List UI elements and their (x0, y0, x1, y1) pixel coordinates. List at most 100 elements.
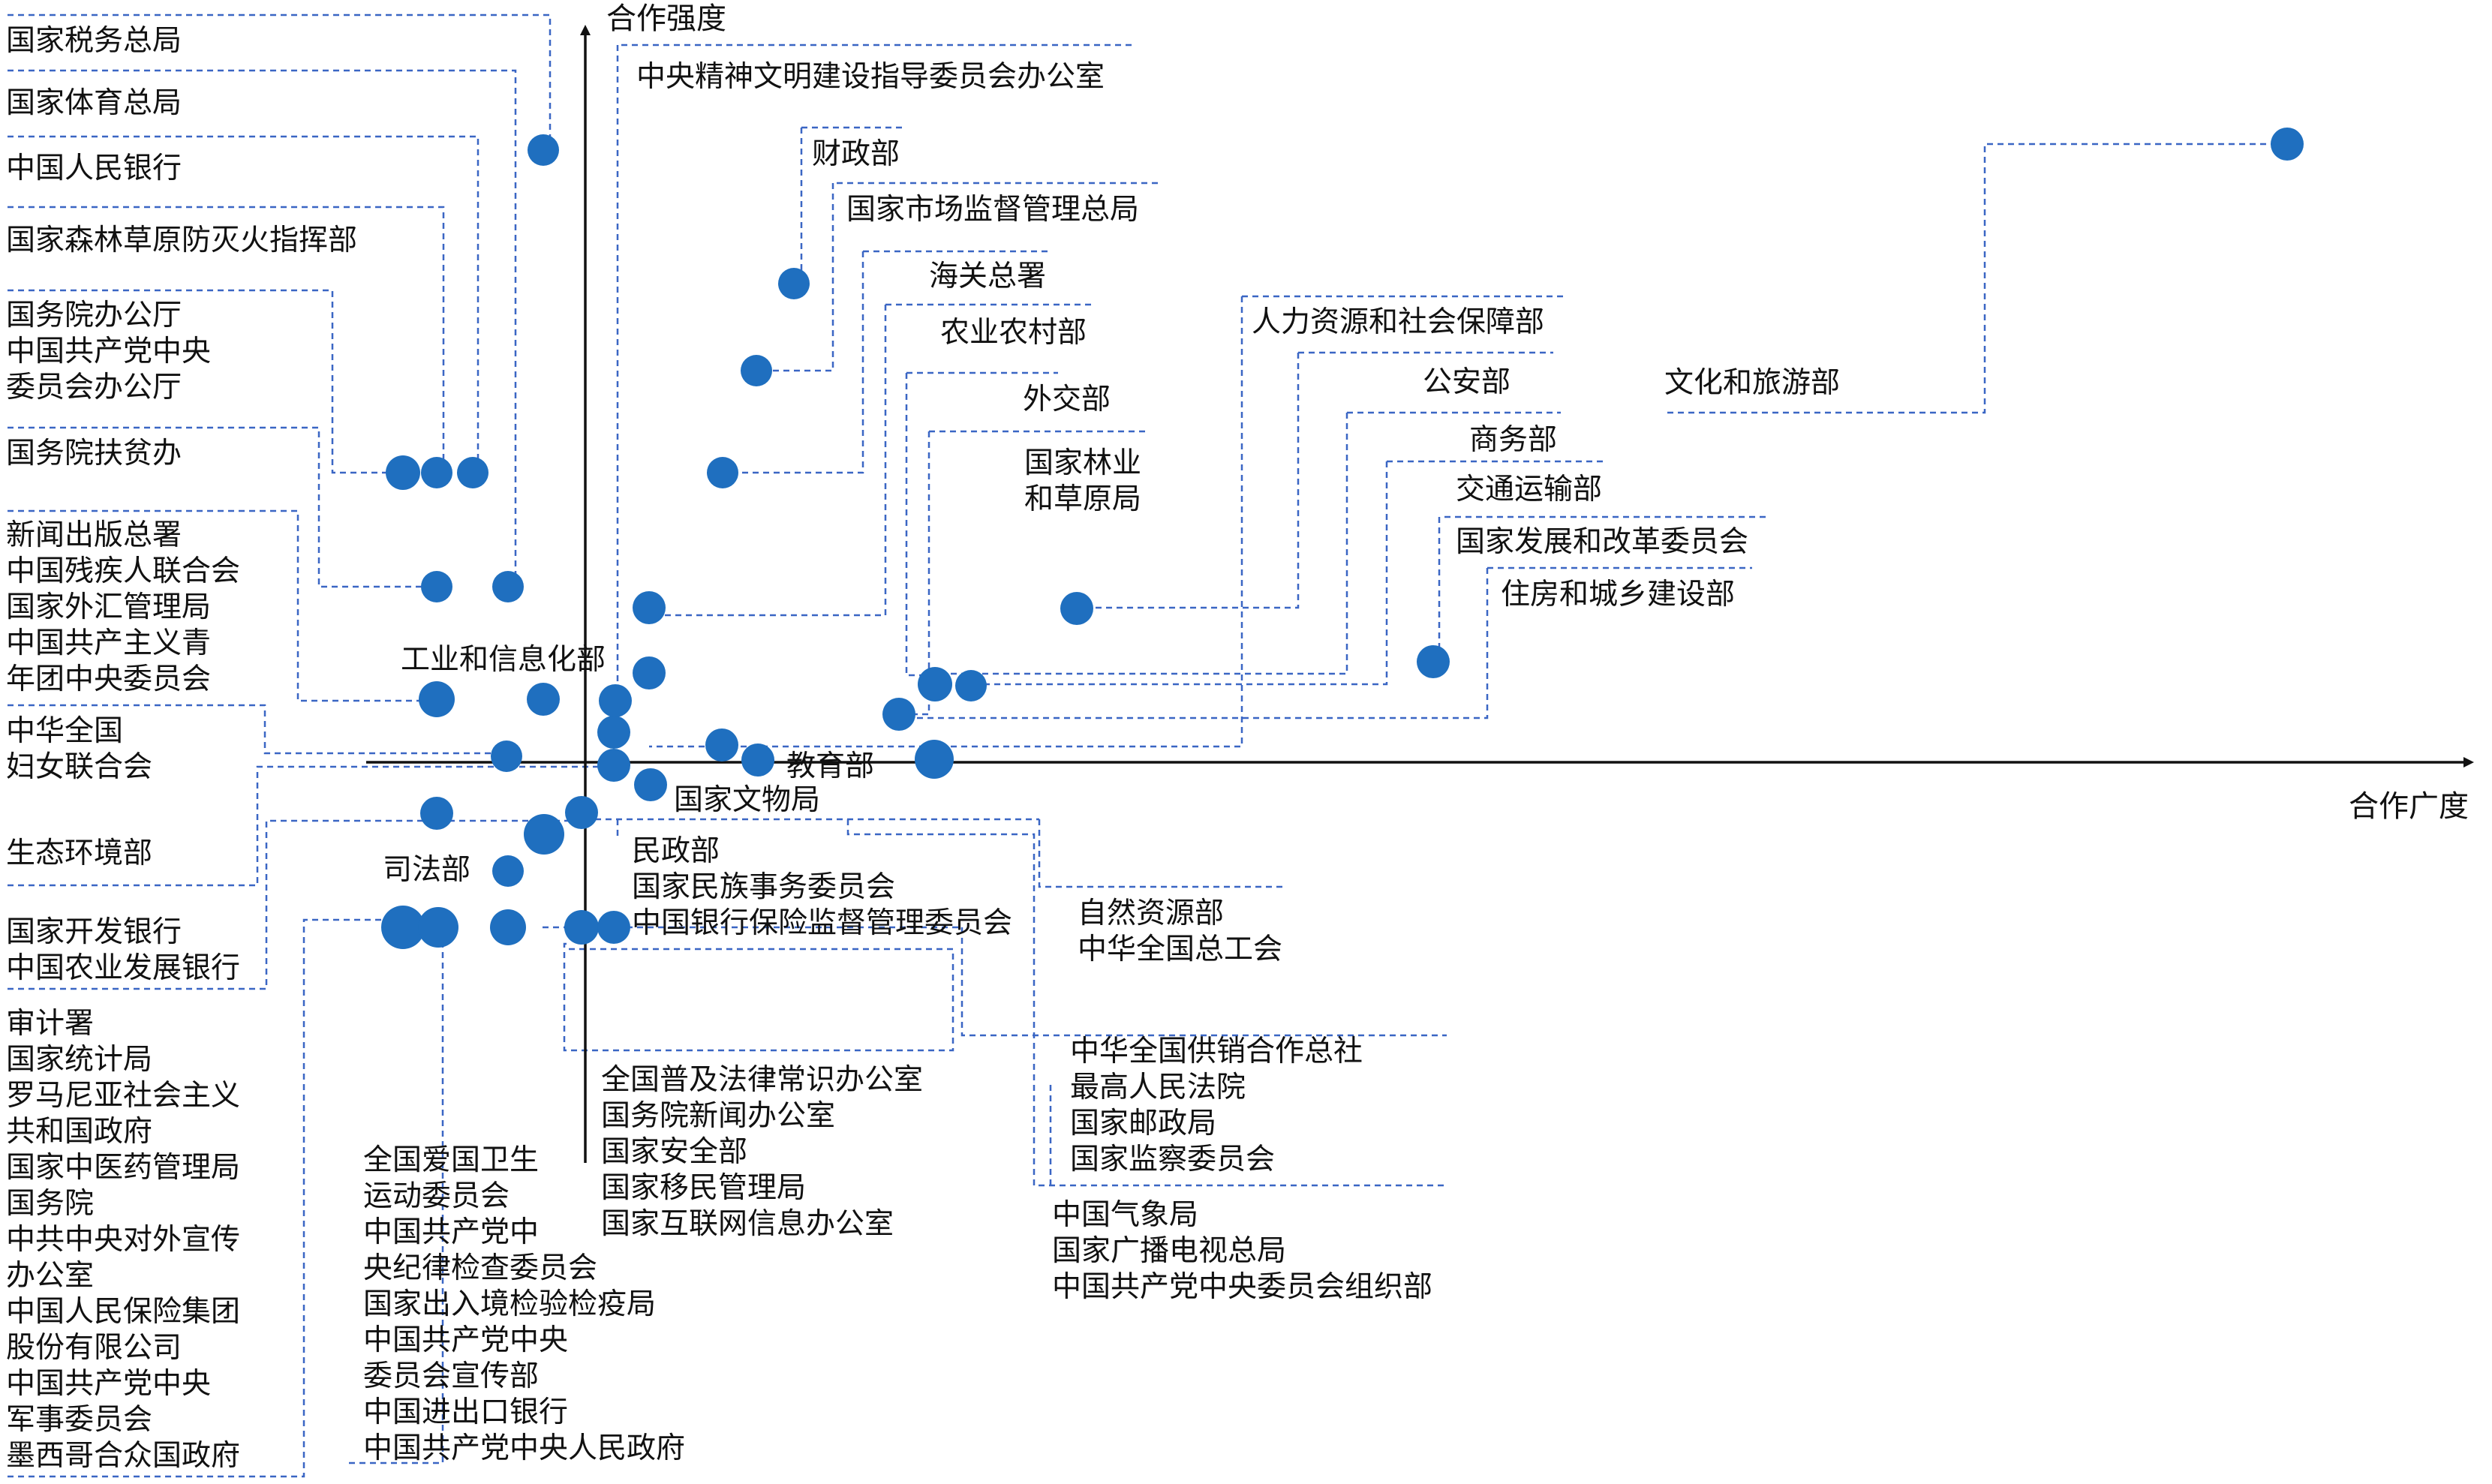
data-label-line: 年团中央委员会 (6, 663, 211, 695)
data-point (381, 906, 425, 949)
leader-line (8, 289, 403, 474)
leader-line (935, 413, 1348, 675)
data-point (634, 768, 667, 801)
data-point (527, 683, 560, 716)
data-label-line: 新闻出版总署 (6, 519, 182, 551)
data-label-line: 国务院新闻办公室 (601, 1100, 835, 1132)
data-label-line: 中央精神文明建设指导委员会办公室 (636, 61, 1105, 93)
data-label-line: 中国进出口银行 (363, 1396, 568, 1428)
leader-line (8, 819, 582, 990)
data-point (597, 749, 630, 782)
data-label: 住房和城乡建设部 (1501, 578, 1735, 611)
data-label: 国家开发银行中国农业发展银行 (6, 916, 240, 984)
data-label: 外交部 (1023, 383, 1111, 416)
data-label-line: 国家外汇管理局 (6, 591, 211, 623)
data-point (528, 134, 559, 166)
data-label-line: 民政部 (632, 835, 720, 867)
data-point (882, 698, 915, 731)
leader-line (649, 296, 1243, 748)
data-label: 国家税务总局 (6, 25, 182, 57)
data-label-line: 国家开发银行 (6, 916, 182, 948)
data-label-line: 中国共产党中央委员会组织部 (1052, 1271, 1432, 1303)
data-label-line: 中国共产党中央 (6, 335, 211, 368)
data-label-line: 股份有限公司 (6, 1332, 182, 1364)
data-label-line: 运动委员会 (363, 1180, 510, 1212)
data-label-line: 国家市场监督管理总局 (846, 194, 1139, 226)
data-label-line: 国家广播电视总局 (1052, 1235, 1286, 1267)
leader-line (723, 251, 864, 474)
data-label: 国家市场监督管理总局 (846, 194, 1139, 226)
data-label: 中国人民银行 (6, 152, 182, 185)
data-label-line: 国家出入境检验检疫局 (363, 1288, 656, 1320)
leader-line (8, 69, 517, 587)
data-label-line: 委员会办公厅 (6, 371, 182, 404)
data-label: 农业农村部 (940, 317, 1087, 349)
data-label-line: 中国银行保险监督管理委员会 (632, 907, 1012, 939)
data-label-line: 商务部 (1469, 424, 1557, 456)
leader-line (1667, 143, 2287, 414)
data-label-line: 国家森林草原防灭火指挥部 (6, 224, 357, 257)
axes: 合作强度 合作广度 (366, 2, 2474, 1163)
data-label: 财政部 (812, 138, 900, 170)
leader-line (8, 918, 403, 1478)
data-label-line: 中国共产党中央 (6, 1368, 211, 1400)
data-label-line: 国家林业 (1024, 447, 1141, 479)
data-label-line: 国家移民管理局 (601, 1172, 806, 1204)
data-label-line: 罗马尼亚社会主义 (6, 1080, 240, 1112)
data-label: 公安部 (1423, 366, 1511, 398)
data-point (564, 910, 599, 945)
data-label-line: 中国共产主义青 (6, 627, 211, 659)
data-label-line: 中共中央对外宣传 (6, 1224, 240, 1256)
data-label-line: 人力资源和社会保障部 (1252, 306, 1544, 338)
data-label: 生态环境部 (6, 837, 152, 870)
data-label: 交通运输部 (1456, 473, 1602, 506)
data-label: 国家体育总局 (6, 87, 182, 119)
data-label-line: 教育部 (786, 750, 874, 783)
data-point (778, 268, 810, 299)
data-label-line: 和草原局 (1024, 483, 1141, 515)
data-label: 海关总署 (929, 260, 1046, 293)
data-point (419, 681, 455, 717)
data-label: 商务部 (1469, 424, 1557, 456)
data-label-line: 海关总署 (929, 260, 1046, 293)
data-label-line: 中国气象局 (1052, 1199, 1198, 1231)
data-point (955, 670, 987, 701)
data-label-line: 国家体育总局 (6, 87, 182, 119)
data-label-line: 国家互联网信息办公室 (601, 1208, 894, 1240)
data-label-line: 墨西哥合众国政府 (6, 1440, 240, 1472)
data-label: 自然资源部中华全国总工会 (1078, 897, 1282, 966)
data-label-line: 全国普及法律常识办公室 (601, 1064, 923, 1096)
data-label-line: 委员会宣传部 (363, 1360, 539, 1392)
data-point (633, 591, 666, 624)
data-points (381, 128, 2304, 949)
leader-line (8, 135, 479, 473)
data-label-line: 国家中医药管理局 (6, 1152, 240, 1184)
data-label-line: 国家邮政局 (1070, 1107, 1216, 1140)
data-point (1417, 645, 1450, 678)
data-point (492, 571, 524, 602)
data-label-line: 中国人民银行 (6, 152, 182, 185)
data-label: 中国气象局国家广播电视总局中国共产党中央委员会组织部 (1052, 1199, 1432, 1303)
data-label: 人力资源和社会保障部 (1252, 306, 1544, 338)
leader-line (971, 461, 1388, 686)
data-label-line: 外交部 (1023, 383, 1111, 416)
data-label: 国家森林草原防灭火指挥部 (6, 224, 357, 257)
data-labels: 国家税务总局国家体育总局中国人民银行国家森林草原防灭火指挥部国务院办公厅中国共产… (6, 25, 1840, 1472)
data-label: 文化和旅游部 (1664, 367, 1840, 399)
data-point (421, 571, 452, 602)
x-axis-label: 合作广度 (2349, 790, 2469, 823)
data-label: 中华全国妇女联合会 (6, 715, 152, 783)
leader-line (846, 819, 1448, 1187)
data-label-line: 中国共产党中央人民政府 (363, 1432, 685, 1464)
data-label-line: 国家税务总局 (6, 25, 182, 57)
data-point (457, 457, 488, 488)
data-label: 国家文物局 (674, 784, 820, 816)
data-label: 全国爱国卫生运动委员会中国共产党中央纪律检查委员会国家出入境检验检疫局中国共产党… (363, 1144, 685, 1464)
data-label-line: 国家监察委员会 (1070, 1143, 1275, 1176)
data-label-line: 中华全国供销合作总社 (1070, 1035, 1363, 1068)
leader-lines (8, 14, 2287, 1478)
data-point (386, 455, 420, 490)
data-label: 民政部国家民族事务委员会中国银行保险监督管理委员会 (632, 835, 1012, 939)
leader-line (8, 426, 437, 588)
